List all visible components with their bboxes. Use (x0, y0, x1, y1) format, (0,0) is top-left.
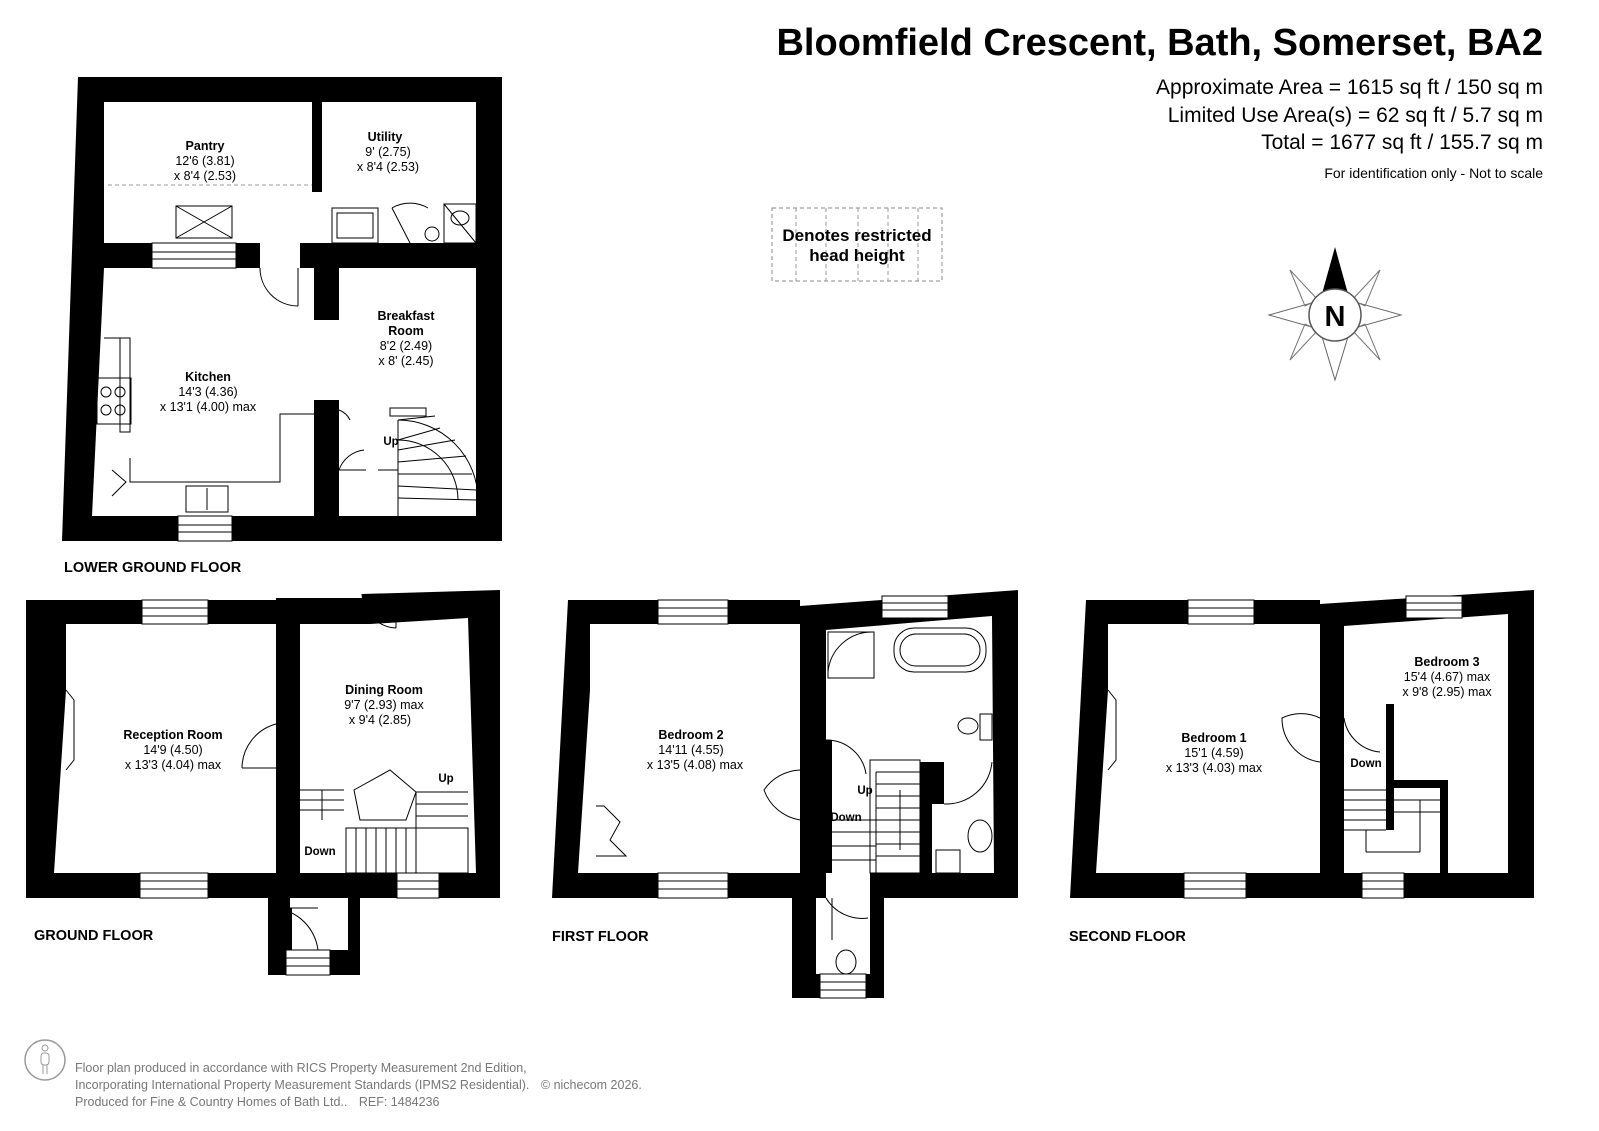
floor-label-first: FIRST FLOOR (552, 929, 649, 945)
bedroom3-dim-2: x 9'8 (2.95) max (1402, 685, 1492, 699)
person-icon (24, 1039, 66, 1081)
reception-name: Reception Room (123, 728, 222, 742)
footer-line-1: Floor plan produced in accordance with R… (75, 1061, 527, 1075)
floor-label-ground: GROUND FLOOR (34, 928, 154, 944)
dining-name: Dining Room (345, 683, 423, 697)
approximate-area: Approximate Area = 1615 sq ft / 150 sq m (1156, 76, 1543, 99)
kitchen-dim-2: x 13'1 (4.00) max (160, 400, 257, 414)
ground-stairs-down: Down (304, 846, 335, 858)
utility-dim-2: x 8'4 (2.53) (357, 160, 419, 174)
restricted-height-legend: Denotes restricted head height (771, 207, 943, 282)
disclaimer: For identification only - Not to scale (1324, 165, 1543, 181)
legend-line-1: Denotes restricted (782, 226, 931, 245)
floor-label-second: SECOND FLOOR (1069, 929, 1186, 945)
breakfast-name-1: Breakfast (378, 309, 436, 323)
kitchen-dim-1: 14'3 (4.36) (178, 385, 237, 399)
bedroom2-name: Bedroom 2 (658, 728, 723, 742)
footer-line-3: Produced for Fine & Country Homes of Bat… (75, 1095, 348, 1109)
limited-use-area: Limited Use Area(s) = 62 sq ft / 5.7 sq … (1167, 104, 1543, 127)
bedroom1-dim-1: 15'1 (4.59) (1184, 746, 1243, 760)
utility-name: Utility (368, 130, 403, 144)
second-floor-plan: Down Bedroom 1 15'1 (4.59) x 13'3 (4.03)… (1070, 590, 1534, 899)
first-stairs-up: Up (857, 785, 872, 797)
bedroom1-dim-2: x 13'3 (4.03) max (1166, 761, 1263, 775)
ground-stairs-up: Up (438, 773, 453, 785)
reception-dim-2: x 13'3 (4.04) max (125, 758, 222, 772)
page-title: Bloomfield Crescent, Bath, Somerset, BA2 (776, 22, 1543, 64)
compass-icon: N (1267, 247, 1403, 382)
footer-line-2: Incorporating International Property Mea… (75, 1078, 530, 1092)
footer-ref: REF: 1484236 (358, 1095, 440, 1109)
first-floor-plan: Up Down Bedroom 2 14'11 (4.55) x 13'5 (4… (552, 590, 1018, 999)
footer-line-3-row: Produced for Fine & Country Homes of Bat… (75, 1094, 642, 1111)
dining-dim-2: x 9'4 (2.85) (349, 713, 411, 727)
reception-dim-1: 14'9 (4.50) (143, 743, 202, 757)
breakfast-dim-1: 8'2 (2.49) (380, 339, 432, 353)
pantry-name: Pantry (186, 139, 225, 153)
footer-line-2-row: Incorporating International Property Mea… (75, 1077, 642, 1094)
footer-copyright: © nichecom 2026. (540, 1078, 642, 1092)
bedroom3-name: Bedroom 3 (1414, 655, 1479, 669)
breakfast-dim-2: x 8' (2.45) (378, 354, 433, 368)
utility-dim-1: 9' (2.75) (365, 145, 410, 159)
legend-line-2: head height (809, 246, 905, 265)
bedroom3-dim-1: 15'4 (4.67) max (1404, 670, 1491, 684)
bedroom2-dim-1: 14'11 (4.55) (658, 743, 723, 757)
lower-ground-stairs-up: Up (383, 436, 398, 448)
pantry-dim-1: 12'6 (3.81) (175, 154, 234, 168)
lower-ground-floor-plan: Pantry 12'6 (3.81) x 8'4 (2.53) Utility … (62, 77, 502, 542)
first-stairs-down: Down (830, 812, 861, 824)
total-area: Total = 1677 sq ft / 155.7 sq m (1261, 131, 1543, 154)
bedroom1-name: Bedroom 1 (1181, 731, 1246, 745)
dining-dim-1: 9'7 (2.93) max (344, 698, 424, 712)
bedroom2-dim-2: x 13'5 (4.08) max (647, 758, 744, 772)
ground-floor-plan: Up Down Reception Room 14'9 (4.50) x 13'… (26, 590, 500, 976)
second-stairs-down: Down (1350, 758, 1381, 770)
pantry-dim-2: x 8'4 (2.53) (174, 169, 236, 183)
compass-letter: N (1325, 301, 1346, 333)
kitchen-name: Kitchen (185, 370, 231, 384)
footer: Floor plan produced in accordance with R… (75, 1060, 642, 1111)
breakfast-name-2: Room (388, 324, 423, 338)
floor-label-lower-ground: LOWER GROUND FLOOR (64, 560, 242, 576)
